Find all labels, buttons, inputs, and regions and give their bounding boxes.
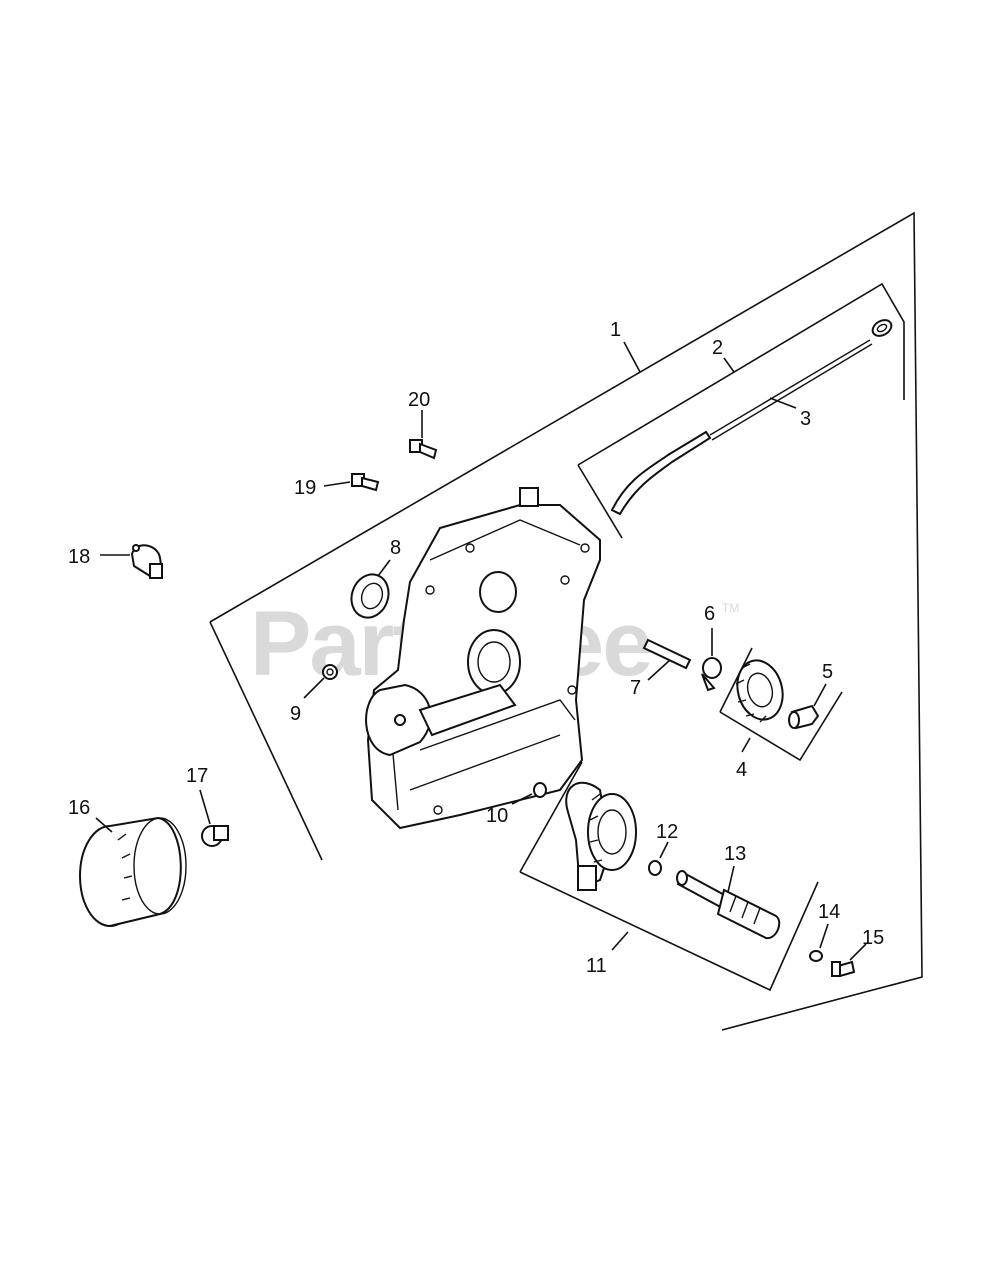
locating-pin: [788, 704, 820, 730]
callout-3: 3: [800, 408, 811, 430]
callout-9: 9: [290, 703, 301, 725]
governor-pin: [642, 638, 692, 670]
callout-11: 11: [586, 955, 607, 977]
small-nut: [322, 664, 338, 680]
callout-17: 17: [186, 765, 208, 787]
dipstick-tube: [610, 319, 893, 516]
oil-filter: [79, 816, 187, 927]
assembly-frame-4: [719, 647, 843, 762]
callout-12: 12: [656, 821, 678, 843]
callout-labels: 1 2 3 4 5 6 7 8 9 10 11 12 13 14 15 16 1…: [68, 319, 884, 977]
watermark-trademark: TM: [722, 601, 739, 615]
screw-19: [351, 473, 380, 492]
callout-4: 4: [736, 759, 747, 781]
oil-pump-housing: [565, 781, 637, 891]
callout-13: 13: [724, 843, 746, 865]
callout-10: 10: [486, 805, 508, 827]
assembly-frame-2: [577, 282, 905, 539]
callout-19: 19: [294, 477, 316, 499]
callout-8: 8: [390, 537, 401, 559]
assembly-frame-11: [519, 761, 819, 992]
callout-16: 16: [68, 797, 90, 819]
gear-cover: [365, 487, 601, 830]
callout-5: 5: [822, 661, 833, 683]
callout-20: 20: [408, 389, 430, 411]
callout-1: 1: [610, 319, 621, 341]
drain-plug: [201, 825, 229, 847]
callout-18: 18: [68, 546, 90, 568]
assembly-frame-1: [209, 211, 923, 1031]
o-ring-12: [648, 860, 662, 876]
leader-lines: [95, 341, 867, 961]
oil-seal: [350, 573, 390, 619]
callout-14: 14: [818, 901, 840, 923]
governor-gear: [735, 659, 784, 723]
screw-20: [409, 439, 438, 460]
oil-pressure-switch: [130, 544, 164, 579]
callout-2: 2: [712, 337, 723, 359]
callout-6: 6: [704, 603, 715, 625]
washer-14: [809, 950, 823, 962]
clip-washer: [701, 657, 722, 692]
o-ring-10: [533, 782, 547, 798]
screw-15: [831, 960, 856, 978]
callout-7: 7: [630, 677, 641, 699]
callout-15: 15: [862, 927, 884, 949]
oil-pickup: [676, 870, 781, 940]
